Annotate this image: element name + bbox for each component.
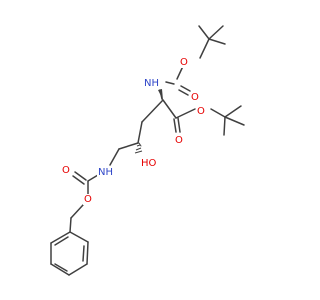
atom-labels: O O NH O O HO NH O O: [61, 57, 206, 205]
atom-label-background: [97, 167, 114, 178]
atom-o-cbz-carbonyl: O: [62, 165, 70, 176]
bonds: [50, 25, 245, 276]
atom-label-background: [190, 92, 200, 103]
atom-label-background: [143, 78, 160, 89]
stereo-hash-hydroxyl: [134, 144, 143, 154]
atom-label-background: [83, 194, 93, 205]
atom-o-ester-carbonyl: O: [175, 135, 183, 146]
atom-ho: HO: [141, 158, 157, 169]
atom-label-background: [140, 158, 158, 169]
atom-label-background: [179, 57, 189, 68]
stereo-wedge-alpha: [158, 89, 163, 100]
atom-o-boc-ether: O: [180, 57, 188, 68]
atom-nh-boc: NH: [144, 78, 159, 89]
atom-label-background: [174, 135, 184, 146]
atom-o-cbz-ether: O: [84, 194, 92, 205]
atom-nh-cbz: NH: [98, 167, 113, 178]
molecule-structure: O O NH O O HO NH O O: [50, 25, 245, 276]
atom-o-ester-ether: O: [197, 106, 205, 117]
atom-o-boc-carbonyl: O: [191, 92, 199, 103]
atom-label-background: [196, 106, 206, 117]
atom-label-background: [61, 165, 71, 176]
